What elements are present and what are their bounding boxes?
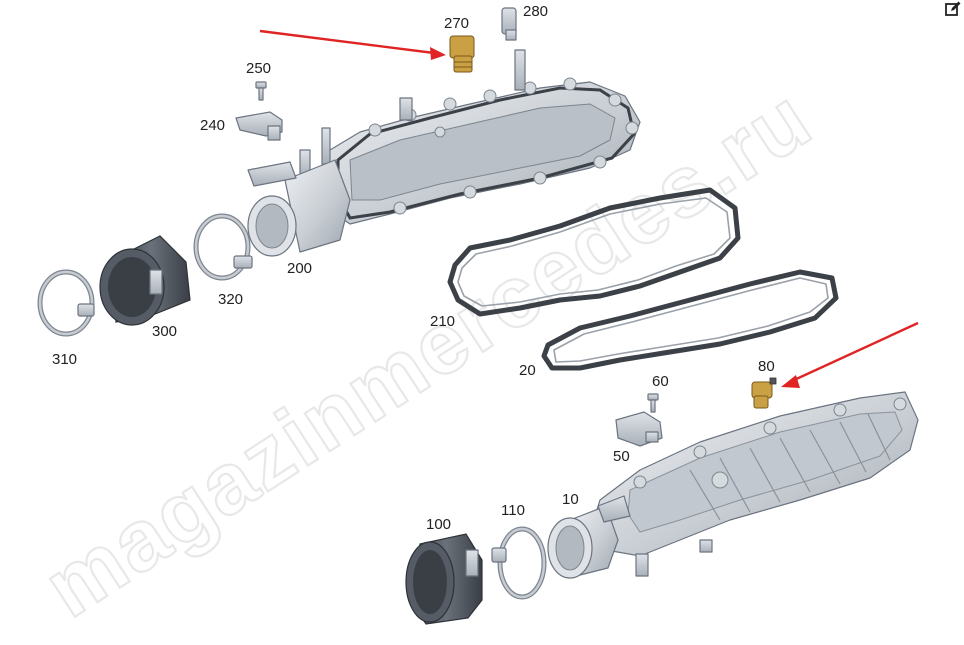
callout-240: 240 [200,117,225,134]
intake-manifold-upper [247,49,641,257]
gasket-20 [541,269,839,371]
part-240-sensor [235,111,283,141]
part-60-bolt [647,393,659,413]
arrow-to-270 [259,29,446,60]
intake-manifold-lower [547,391,919,579]
callout-210: 210 [430,313,455,330]
callout-20: 20 [519,362,536,379]
part-270-brass-fitting [449,35,475,73]
edit-icon[interactable] [944,0,962,18]
part-250-bolt [255,81,267,101]
callout-110: 110 [501,502,525,519]
callout-320: 320 [218,291,243,308]
callout-300: 300 [152,323,177,340]
clamp-310 [37,269,95,337]
part-280 [501,7,517,41]
callout-50: 50 [613,448,630,465]
callout-100: 100 [426,516,451,533]
part-80-brass-fitting [751,377,777,409]
callout-80: 80 [758,358,775,375]
arrow-to-80 [781,321,919,388]
clamp-110 [491,526,547,600]
callout-310: 310 [52,351,77,368]
sleeve-100 [405,533,483,625]
callout-60: 60 [652,373,669,390]
callout-270: 270 [444,15,469,32]
part-50-sensor [615,411,663,447]
sleeve-300 [99,235,191,326]
callout-labels: 270 280 250 240 200 320 300 310 210 20 8… [52,3,775,533]
callout-280: 280 [523,3,548,20]
gasket-210 [447,187,741,317]
callout-200: 200 [287,260,312,277]
clamp-320 [193,213,253,281]
callout-250: 250 [246,60,271,77]
callout-10: 10 [562,491,579,508]
